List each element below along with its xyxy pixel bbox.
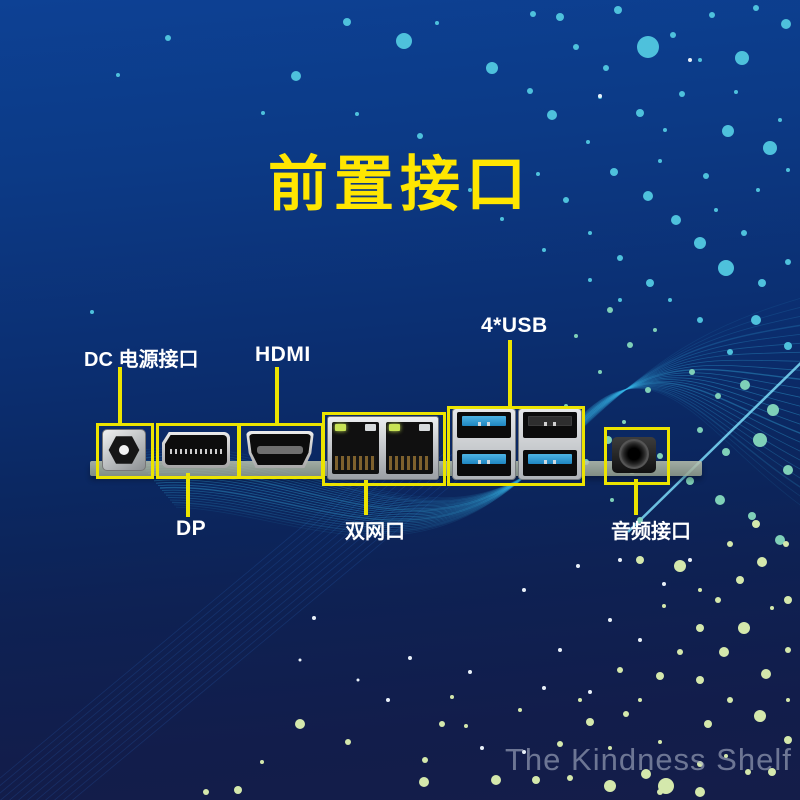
audio-jack-barrel [619, 438, 649, 469]
lan1-led-green [335, 424, 346, 431]
callout-box-audio [604, 427, 670, 485]
usb-pins [538, 422, 562, 426]
dp-port-graphic [162, 432, 230, 468]
usb3-tongue [528, 454, 572, 464]
hdmi-port-graphic [246, 431, 314, 468]
callout-stem-dc [118, 367, 122, 423]
callout-stem-hdmi [275, 367, 279, 423]
hdmi-port-slot [256, 445, 304, 454]
usb3-port-3 [523, 450, 577, 476]
usb3-port-1 [457, 412, 511, 438]
lan1-led-gray [365, 424, 376, 431]
usb3-tongue [462, 454, 506, 464]
lan-ports-graphic [327, 416, 439, 480]
usb-stack-right-graphic [518, 408, 582, 480]
callout-stem-audio [634, 479, 638, 515]
lan2-contacts [389, 456, 430, 470]
dp-port-pins [170, 448, 224, 454]
bright-diagonal-line [627, 361, 800, 533]
dc-jack-graphic [102, 429, 146, 471]
usb-stack-left-graphic [452, 408, 516, 480]
label-lan: 双网口 [345, 521, 405, 543]
lan-jack-2 [386, 422, 433, 474]
usb3-port-2 [457, 450, 511, 476]
callout-stem-usb [508, 340, 512, 406]
callout-stem-dp [186, 473, 190, 517]
usb2-tongue [528, 416, 572, 426]
label-dc-power: DC 电源接口 [84, 349, 199, 371]
lan2-led-gray [419, 424, 430, 431]
callout-box-hdmi [238, 423, 324, 479]
usb3-tongue [462, 416, 506, 426]
lan1-contacts [335, 456, 376, 470]
watermark: The Kindness Shelf [505, 742, 792, 777]
usb-pins [538, 460, 562, 464]
dc-jack-pin [119, 445, 129, 455]
usb-pins [472, 460, 496, 464]
callout-box-dc [96, 423, 154, 479]
dc-jack-nut [108, 436, 140, 464]
lan2-led-green [389, 424, 400, 431]
callout-box-lan [322, 412, 446, 486]
audio-jack-graphic [612, 437, 656, 473]
label-hdmi: HDMI [255, 343, 311, 366]
callout-box-dp [156, 423, 240, 479]
label-usb: 4*USB [481, 314, 548, 337]
lan-jack-1 [332, 422, 379, 474]
label-audio: 音频接口 [611, 521, 691, 543]
usb2-port [523, 412, 577, 438]
page-title: 前置接口 [268, 151, 532, 218]
label-dp: DP [176, 517, 207, 540]
callout-stem-lan [364, 480, 368, 515]
usb-pins [472, 422, 496, 426]
callout-box-usb [447, 406, 585, 486]
dots-layer [90, 5, 793, 797]
